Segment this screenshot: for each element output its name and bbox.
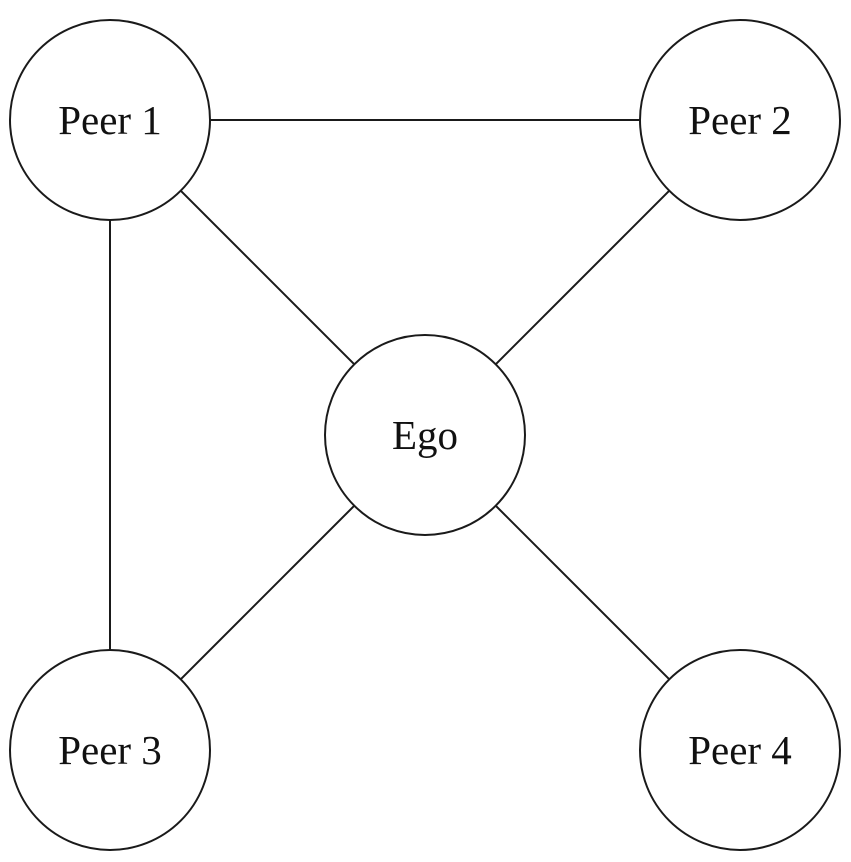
node-peer4: Peer 4 (639, 649, 841, 851)
node-peer3: Peer 3 (9, 649, 211, 851)
node-circle-peer4 (639, 649, 841, 851)
node-circle-peer2 (639, 19, 841, 221)
node-peer1: Peer 1 (9, 19, 211, 221)
node-label-ego: Ego (392, 412, 458, 458)
node-ego: Ego (324, 334, 526, 536)
edge-ego-peer4 (495, 505, 670, 680)
node-label-peer3: Peer 3 (58, 727, 162, 773)
node-circle-peer1 (9, 19, 211, 221)
node-label-peer1: Peer 1 (58, 97, 162, 143)
edge-peer1-ego (180, 190, 355, 365)
node-label-peer2: Peer 2 (688, 97, 792, 143)
node-circle-ego (324, 334, 526, 536)
node-label-peer4: Peer 4 (688, 727, 792, 773)
node-peer2: Peer 2 (639, 19, 841, 221)
edge-peer2-ego (495, 190, 670, 365)
node-circle-peer3 (9, 649, 211, 851)
edge-ego-peer3 (180, 505, 355, 680)
edges-layer (109, 119, 670, 680)
